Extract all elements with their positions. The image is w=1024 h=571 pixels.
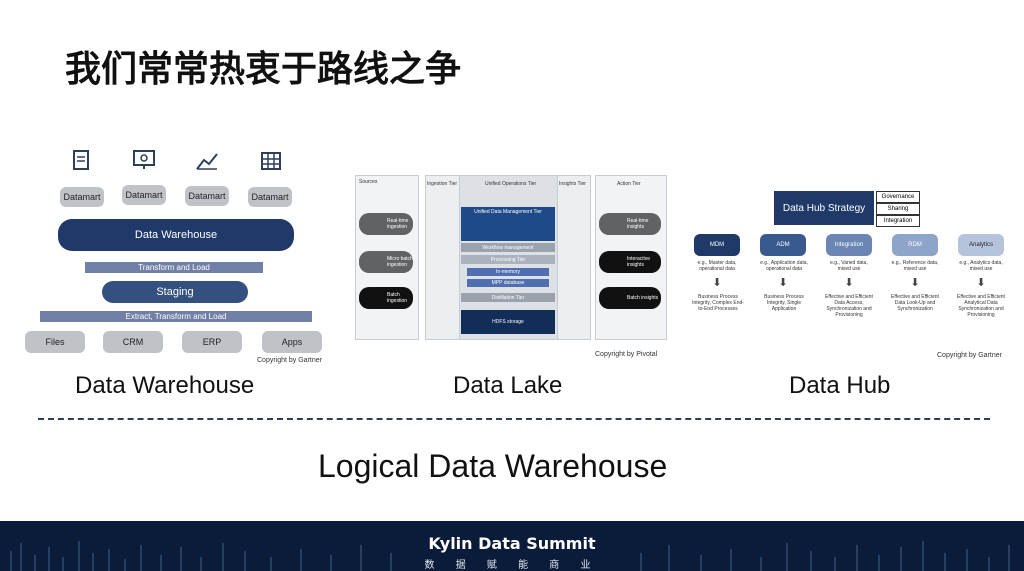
staging-cylinder: Staging: [102, 281, 248, 303]
footer-subtitle: 数 据 赋 能 商 业: [424, 560, 600, 571]
lake-source-batch-label: Batch ingestion: [387, 292, 408, 304]
datamart-1: Datamart: [60, 187, 104, 207]
hub-integration-use: Effective and Efficient Data Access, Syn…: [825, 294, 873, 318]
warehouse-cylinder: Data Warehouse: [58, 219, 294, 251]
lake-udm: Unified Data Management Tier: [461, 207, 555, 241]
lake-action-batch-label: Batch insights: [627, 295, 659, 301]
hub-arrow-5: ⬇: [976, 276, 986, 289]
source-erp: ERP: [182, 331, 242, 353]
lake-action-realtime: Real-time insights: [599, 213, 661, 235]
hub-adm-desc: e.g., Application data, operational data: [760, 260, 808, 272]
lake-source-batch: Batch ingestion: [359, 287, 413, 309]
lake-source-realtime: Real-time ingestion: [359, 213, 413, 235]
lake-workflow: Workflow management: [461, 243, 555, 252]
hub-rdm: RDM: [892, 234, 938, 256]
hub-arrow-4: ⬇: [910, 276, 920, 289]
source-files: Files: [25, 331, 85, 353]
hub-adm: ADM: [760, 234, 806, 256]
footer-sound-bars: [10, 541, 1010, 571]
hub-mdm-desc: e.g., Master data, operational data: [697, 260, 737, 272]
extract-bar: Extract, Transform and Load: [40, 311, 312, 322]
lake-header-sources: Sources: [359, 179, 378, 185]
lake-action-realtime-label: Real-time insights: [627, 218, 649, 230]
data-hub-diagram: Data Hub Strategy Governance Sharing Int…: [692, 188, 1012, 368]
lake-source-realtime-label: Real-time ingestion: [387, 218, 409, 230]
datamart-2: Datamart: [122, 185, 166, 205]
lake-header-insights: Insights Tier: [559, 181, 586, 187]
table-icon: [260, 151, 282, 176]
hub-rdm-desc: e.g., Reference data, mixed use: [891, 260, 939, 272]
hub-caption: Data Hub: [789, 372, 891, 399]
hub-adm-use: Business Process Integrity, Single Appli…: [764, 294, 804, 312]
lake-header-action: Action Tier: [617, 181, 641, 187]
hub-rdm-use: Effective and Efficient Data Look-Up and…: [891, 294, 939, 312]
lake-hdfs: HDFS storage: [461, 310, 555, 334]
hub-sharing: Sharing: [876, 203, 920, 215]
hub-governance: Governance: [876, 191, 920, 203]
chart-icon: [195, 151, 219, 176]
logical-dw-subtitle: Logical Data Warehouse: [318, 448, 668, 484]
source-crm: CRM: [103, 331, 163, 353]
lake-ingestion-col: [425, 175, 461, 340]
lake-source-microbatch-label: Micro batch ingestion: [387, 256, 413, 268]
hub-analytics-use: Effective and Efficient Analytical Data …: [957, 294, 1005, 318]
lake-action-batch: Batch insights: [599, 287, 661, 309]
hub-arrow-2: ⬇: [778, 276, 788, 289]
transform-load-bar: Transform and Load: [85, 262, 263, 273]
data-lake-diagram: Sources Ingestion Tier Unified Operation…: [355, 175, 667, 365]
lake-header-unified: Unified Operations Tier: [485, 181, 537, 187]
lake-header-ingestion: Ingestion Tier: [427, 181, 458, 187]
datamart-4: Datamart: [248, 187, 292, 207]
data-warehouse-diagram: Datamart Datamart Datamart Datamart Data…: [20, 145, 330, 370]
hub-mdm-use: Business Process Integrity, Complex End-…: [692, 294, 744, 312]
dashed-divider: [38, 418, 990, 420]
hub-analytics-desc: e.g., Analytics data, mixed use: [959, 260, 1003, 272]
lake-action-interactive-label: Interactive insights: [627, 256, 651, 268]
hub-analytics: Analytics: [958, 234, 1004, 256]
lake-processing: Processing Tier: [461, 255, 555, 264]
lake-mpp: MPP database: [467, 279, 549, 287]
dw-copyright: Copyright by Gartner: [257, 357, 322, 364]
hub-copyright: Copyright by Gartner: [937, 352, 1002, 359]
hub-arrow-3: ⬇: [844, 276, 854, 289]
hub-integration-cyl: Integration: [826, 234, 872, 256]
datamart-3: Datamart: [185, 186, 229, 206]
hub-integration-desc: e.g., Varied data, mixed use: [830, 260, 868, 272]
lake-caption: Data Lake: [453, 372, 563, 399]
lake-inmemory: In-memory: [467, 268, 549, 276]
hub-arrow-1: ⬇: [712, 276, 722, 289]
document-icon: [72, 149, 90, 176]
hub-strategy: Data Hub Strategy: [774, 191, 874, 225]
dw-caption: Data Warehouse: [75, 372, 255, 399]
lake-source-microbatch: Micro batch ingestion: [359, 251, 413, 273]
hub-integration: Integration: [876, 215, 920, 227]
lake-distillation: Distillation Tier: [461, 293, 555, 302]
footer-banner: [0, 521, 1024, 571]
lake-insights-col: [557, 175, 591, 340]
slide-title: 我们常常热衷于路线之争: [65, 49, 462, 90]
monitor-icon: [132, 149, 156, 176]
source-apps: Apps: [262, 331, 322, 353]
lake-copyright: Copyright by Pivotal: [595, 351, 658, 358]
lake-action-interactive: Interactive insights: [599, 251, 661, 273]
footer-title: Kylin Data Summit: [428, 534, 596, 553]
hub-mdm: MDM: [694, 234, 740, 256]
